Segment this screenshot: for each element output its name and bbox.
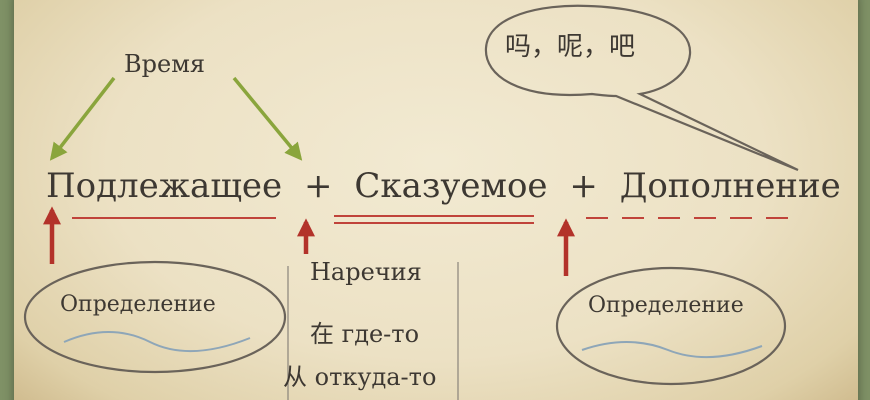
sentence-structure-row: Подлежащее + Сказуемое + Дополнение	[46, 166, 841, 206]
attribute-wave-right	[581, 341, 763, 359]
subject-label: Подлежащее	[46, 166, 283, 206]
plus-sign-2: +	[569, 166, 598, 206]
plus-sign-1: +	[304, 166, 333, 206]
attribute-ellipse-right	[555, 266, 787, 386]
attribute-wave-left	[63, 331, 251, 353]
adverb-zai: 在 где-то	[310, 320, 420, 348]
attribute-label-right: Определение	[588, 293, 744, 318]
object-label: Дополнение	[619, 166, 841, 206]
time-arrow-to-subject	[49, 76, 116, 161]
predicate-label: Сказуемое	[354, 166, 548, 206]
particles-label: 吗，呢，吧	[505, 32, 636, 62]
attribute-label-left: Определение	[60, 292, 216, 317]
paper-background	[14, 0, 858, 400]
attribute-ellipse-left	[23, 260, 287, 374]
time-arrow-to-predicate	[232, 76, 303, 161]
adverbs-title: Наречия	[310, 258, 422, 286]
particles-speech-bubble	[484, 4, 799, 172]
time-label: Время	[124, 50, 206, 78]
adverb-cong: 从 откуда-то	[283, 363, 437, 391]
